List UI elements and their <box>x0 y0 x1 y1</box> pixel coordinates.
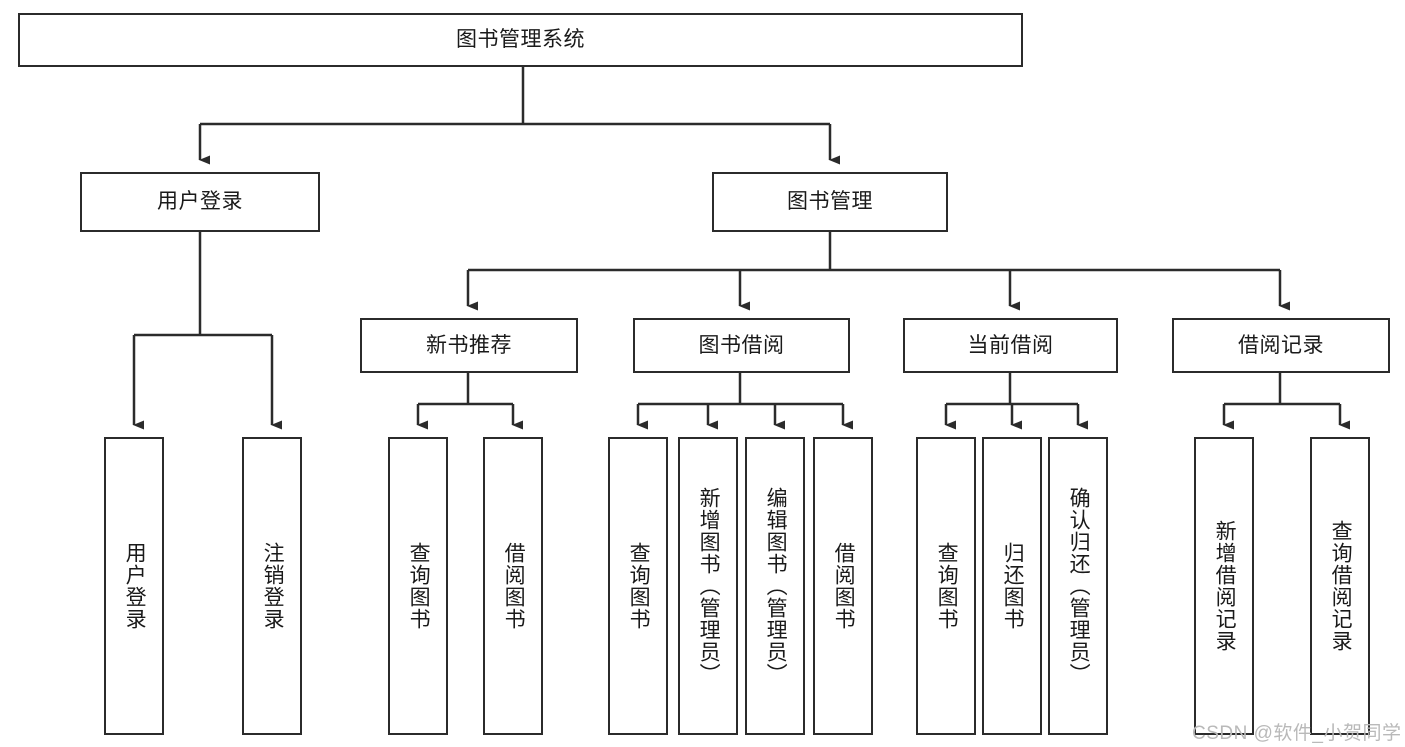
edge-group-book-mgmt <box>466 232 1290 311</box>
edge-group-borrow-record <box>1222 373 1350 430</box>
node-current-borrow[interactable]: 当前借阅 <box>903 318 1118 373</box>
node-label: 当前借阅 <box>967 333 1054 357</box>
node-leaf-newbook-borrow-books[interactable]: 借阅图书 <box>483 437 543 735</box>
node-leaf-borrowrecord-query-record[interactable]: 查询借阅记录 <box>1310 437 1370 735</box>
edge-group-book-borrow <box>636 373 853 430</box>
node-book-management[interactable]: 图书管理 <box>712 172 948 232</box>
node-leaf-currentborrow-return-books[interactable]: 归还图书 <box>982 437 1042 735</box>
node-label: 查询借阅记录 <box>1329 520 1353 652</box>
node-leaf-currentborrow-confirm-return-admin[interactable]: 确认归还（管理员） <box>1048 437 1108 735</box>
node-leaf-user-login[interactable]: 用户登录 <box>104 437 164 735</box>
node-label: 确认归还（管理员） <box>1067 487 1091 685</box>
node-borrow-record[interactable]: 借阅记录 <box>1172 318 1390 373</box>
edge-group-user-login <box>132 232 282 430</box>
node-label: 图书管理 <box>787 190 873 214</box>
node-user-login[interactable]: 用户登录 <box>80 172 320 232</box>
node-leaf-bookborrow-borrow-books[interactable]: 借阅图书 <box>813 437 873 735</box>
node-label: 图书借阅 <box>698 333 785 357</box>
node-label: 图书管理系统 <box>456 28 585 52</box>
node-new-book-recommend[interactable]: 新书推荐 <box>360 318 578 373</box>
edge-group-root <box>198 67 840 165</box>
edge-group-new-book <box>416 373 523 430</box>
node-label: 归还图书 <box>1001 542 1025 630</box>
node-leaf-borrowrecord-add-record[interactable]: 新增借阅记录 <box>1194 437 1254 735</box>
node-leaf-currentborrow-query-books[interactable]: 查询图书 <box>916 437 976 735</box>
node-label: 查询图书 <box>935 542 959 630</box>
node-book-borrow[interactable]: 图书借阅 <box>633 318 850 373</box>
node-label: 用户登录 <box>123 542 147 630</box>
node-leaf-bookborrow-add-book-admin[interactable]: 新增图书（管理员） <box>678 437 738 735</box>
node-label: 借阅记录 <box>1238 333 1324 357</box>
edge-group-current-borrow <box>944 373 1088 430</box>
node-label: 查询图书 <box>627 542 651 630</box>
node-label: 新增图书（管理员） <box>697 487 721 685</box>
node-label: 查询图书 <box>407 542 431 630</box>
node-label: 借阅图书 <box>502 542 526 630</box>
node-label: 注销登录 <box>261 542 285 630</box>
node-label: 用户登录 <box>157 190 243 214</box>
node-root-book-management-system[interactable]: 图书管理系统 <box>18 13 1023 67</box>
node-leaf-logout[interactable]: 注销登录 <box>242 437 302 735</box>
node-leaf-bookborrow-edit-book-admin[interactable]: 编辑图书（管理员） <box>745 437 805 735</box>
node-label: 借阅图书 <box>832 542 856 630</box>
node-label: 新书推荐 <box>426 333 512 357</box>
node-label: 编辑图书（管理员） <box>764 487 788 685</box>
node-leaf-newbook-query-books[interactable]: 查询图书 <box>388 437 448 735</box>
node-label: 新增借阅记录 <box>1213 520 1237 652</box>
node-leaf-bookborrow-query-books[interactable]: 查询图书 <box>608 437 668 735</box>
